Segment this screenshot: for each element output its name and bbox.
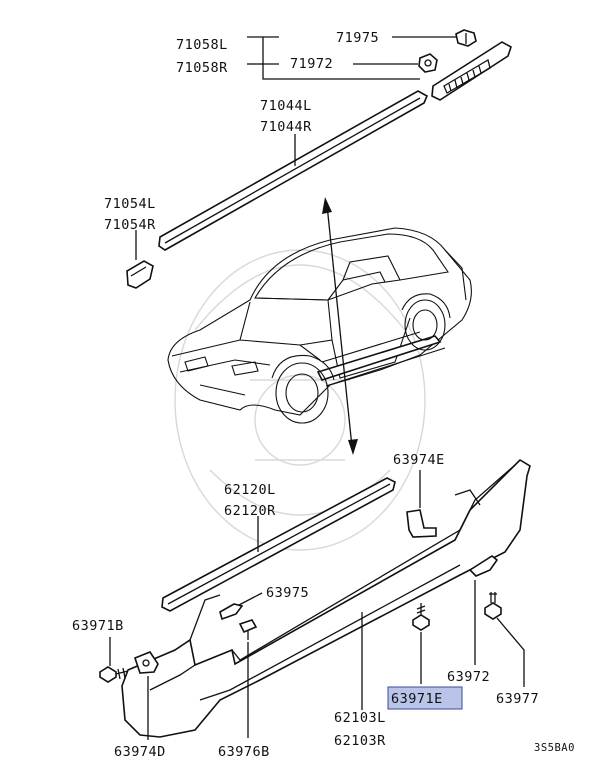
fastener-63976B[interactable] <box>238 619 258 640</box>
label-63971B[interactable]: 63971B <box>72 618 124 634</box>
label-63971E[interactable]: 63971E <box>391 691 443 707</box>
screw-63971B[interactable] <box>99 666 129 683</box>
label-62120L[interactable]: 62120L <box>224 482 276 498</box>
label-62103R[interactable]: 62103R <box>334 733 386 749</box>
nut-71972[interactable] <box>418 53 438 73</box>
label-71054R[interactable]: 71054R <box>104 217 156 233</box>
clip-63974E[interactable] <box>406 509 437 538</box>
clip-63974D[interactable] <box>134 651 159 674</box>
screw-63971E[interactable] <box>412 603 430 631</box>
garnish-62103[interactable] <box>121 458 531 738</box>
ornament-71058[interactable] <box>431 41 512 101</box>
highlight-63971E <box>387 686 463 710</box>
clip-63975[interactable] <box>219 592 263 621</box>
label-71054L[interactable]: 71054L <box>104 196 156 212</box>
label-71058L[interactable]: 71058L <box>176 37 228 53</box>
leader-71058 <box>247 36 462 80</box>
leader-63977 <box>496 617 525 687</box>
install-arrow <box>322 197 358 455</box>
label-71044R[interactable]: 71044R <box>260 119 312 135</box>
label-63974E[interactable]: 63974E <box>393 452 445 468</box>
car-outline <box>167 227 472 424</box>
molding-62120[interactable] <box>161 477 396 612</box>
label-63972[interactable]: 63972 <box>447 669 490 685</box>
label-63977[interactable]: 63977 <box>496 691 539 707</box>
label-71058R[interactable]: 71058R <box>176 60 228 76</box>
bolt-63977[interactable] <box>484 592 502 620</box>
clip-71975[interactable] <box>455 29 477 47</box>
label-63974D[interactable]: 63974D <box>114 744 166 760</box>
label-63976B[interactable]: 63976B <box>218 744 270 760</box>
label-71972[interactable]: 71972 <box>290 56 333 72</box>
piece-71054[interactable] <box>126 260 154 289</box>
label-71044L[interactable]: 71044L <box>260 98 312 114</box>
molding-71044[interactable] <box>158 90 429 251</box>
label-62120R[interactable]: 62120R <box>224 503 276 519</box>
bracket-63972[interactable] <box>468 555 499 577</box>
label-71975[interactable]: 71975 <box>336 30 379 46</box>
label-62103L[interactable]: 62103L <box>334 710 386 726</box>
label-63975[interactable]: 63975 <box>266 585 309 601</box>
diagram-code: 3S5BA0 <box>534 742 575 754</box>
watermark-emblem <box>174 249 426 551</box>
